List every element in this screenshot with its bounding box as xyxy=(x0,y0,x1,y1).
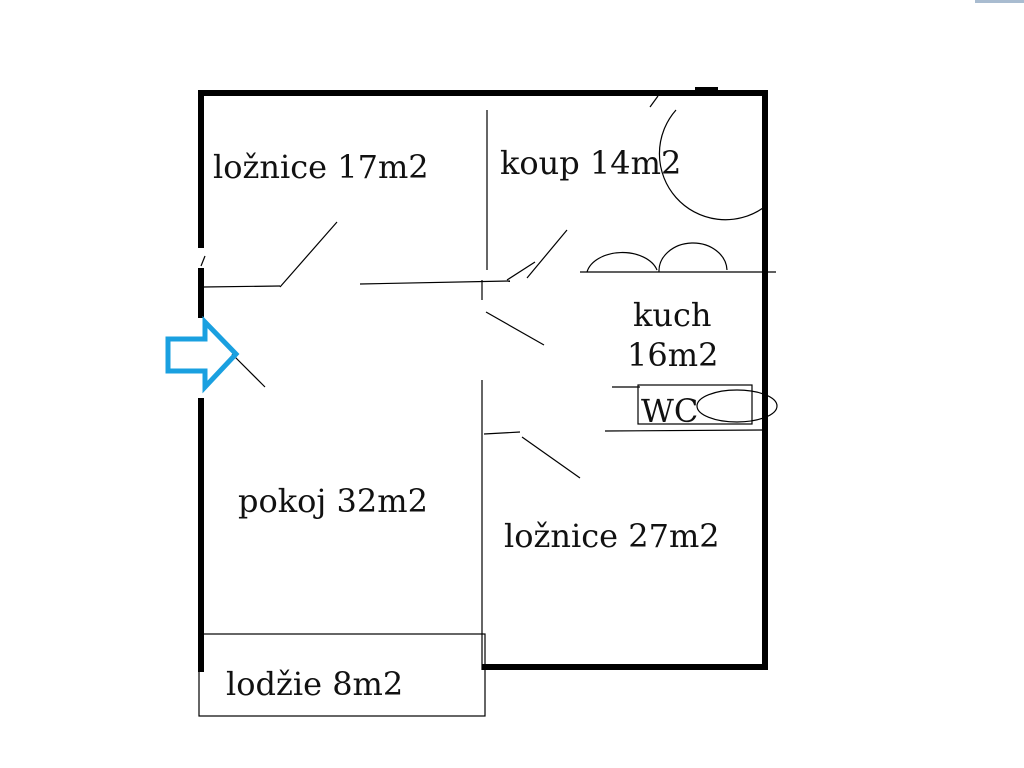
room-label-loggia: lodžie 8m2 xyxy=(226,665,403,703)
wc-compartment xyxy=(612,384,778,425)
door-swings xyxy=(200,95,659,479)
entrance-arrow-icon xyxy=(165,315,240,394)
room-label-bathroom: koup 14m2 xyxy=(500,144,681,182)
outer-walls xyxy=(198,87,768,672)
kitchen-sinks xyxy=(586,242,728,273)
toilet-bowl xyxy=(696,389,778,423)
loggia-outline xyxy=(198,633,486,717)
room-label-wc: WC xyxy=(641,392,698,430)
interior-walls xyxy=(202,110,776,670)
room-label-kitchen-area: 16m2 xyxy=(627,336,718,374)
room-label-bedroom-small: ložnice 17m2 xyxy=(213,148,429,186)
room-label-living-room: pokoj 32m2 xyxy=(238,482,428,520)
room-label-bedroom-large: ložnice 27m2 xyxy=(504,517,720,555)
bathtub-outline xyxy=(658,109,764,221)
room-label-kitchen: kuch xyxy=(633,296,712,334)
